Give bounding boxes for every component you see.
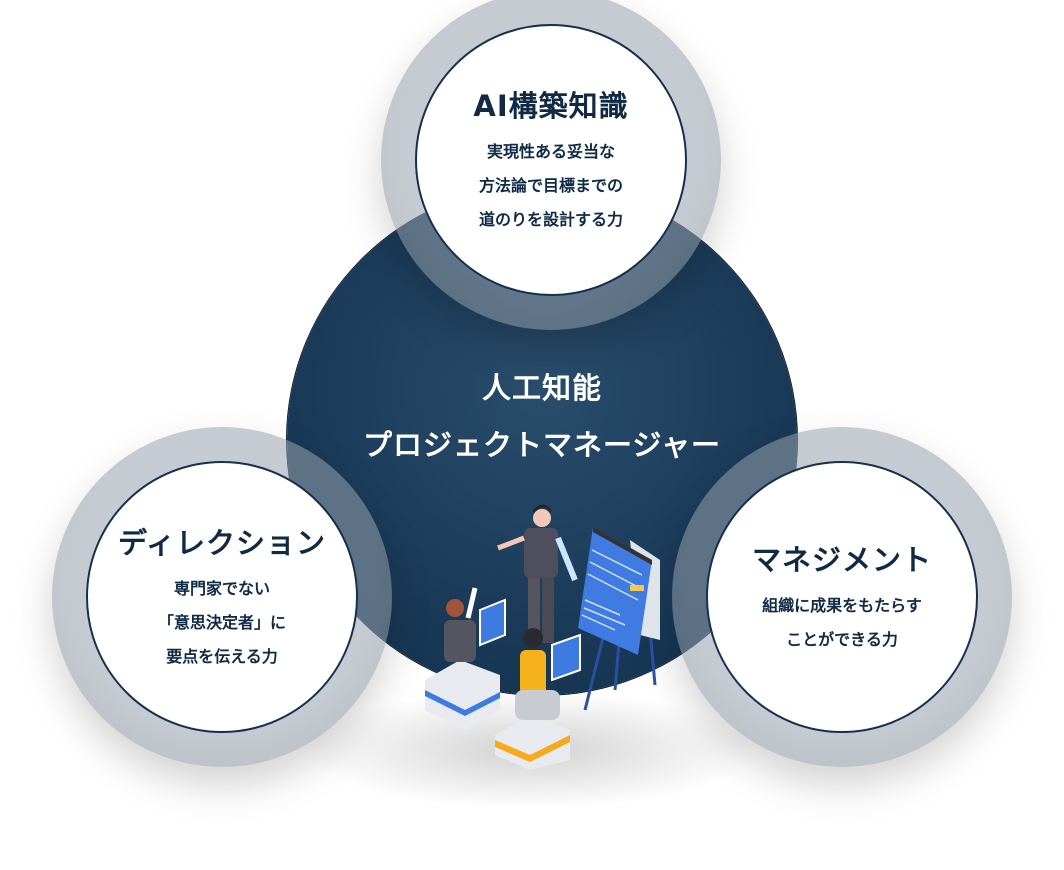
skill-desc: 専門家でない [173,579,270,598]
skill-desc: 要点を伝える力 [166,647,278,666]
skill-circle-ai-knowledge: AI構築知識 実現性ある妥当な 方法論で目標までの 道のりを設計する力 [415,24,687,296]
skill-desc: ことができる力 [786,630,898,649]
center-title-line1: 人工知能 [481,371,602,405]
team-meeting-illustration [425,504,660,770]
center-title: 人工知能 プロジェクトマネージャー [287,360,797,474]
skill-desc: 組織に成果をもたらす [762,596,922,615]
skill-circle-management: マネジメント 組織に成果をもたらす ことができる力 [706,461,978,733]
skill-desc: 方法論で目標までの [478,176,623,195]
seated-woman-figure [495,628,581,770]
skill-title: AI構築知識 [473,89,629,123]
seated-man-figure [425,587,506,730]
skill-desc: 「意思決定者」に [157,613,286,632]
skill-desc: 道のりを設計する力 [478,210,623,229]
presenter-figure [497,504,578,643]
skill-title: ディレクション [118,526,326,560]
center-title-line2: プロジェクトマネージャー [363,428,721,462]
skill-circle-direction: ディレクション 専門家でない 「意思決定者」に 要点を伝える力 [86,461,358,733]
skill-desc: 実現性ある妥当な [486,142,615,161]
flipchart-icon [578,527,660,711]
skill-title: マネジメント [751,543,932,577]
